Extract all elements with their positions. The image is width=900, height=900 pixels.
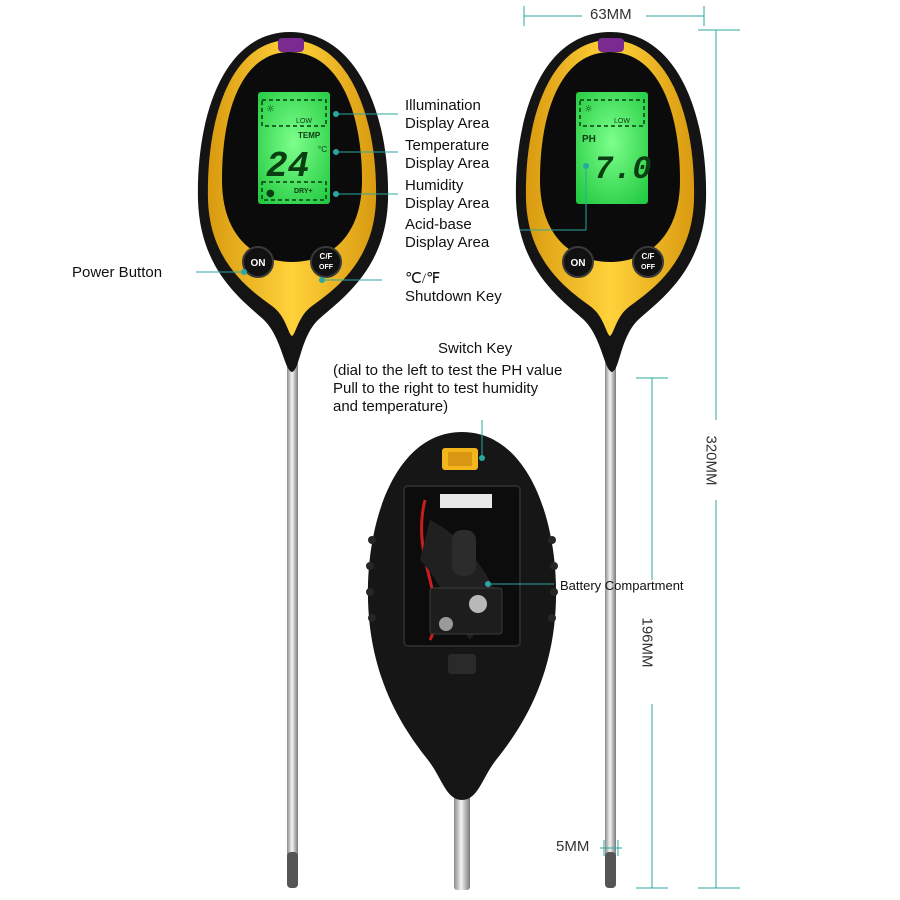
back-probe (454, 770, 470, 890)
left-lcd (258, 92, 330, 204)
switch-key-title: Switch Key (438, 340, 513, 357)
probe-length-dimension: 196MM (638, 617, 656, 668)
back-view (366, 432, 558, 890)
battery-compartment-label: Battery Compartment (560, 578, 684, 593)
total-length-dimension: 320MM (702, 435, 720, 486)
svg-text:C/F: C/F (320, 252, 333, 261)
svg-text:C/F: C/F (642, 252, 655, 261)
probe-diameter-dimension: 5MM (556, 838, 590, 855)
right-cf-button[interactable]: C/F OFF (632, 246, 664, 278)
temperature-label: Temperature Display Area (405, 137, 490, 172)
svg-text:ON: ON (571, 258, 586, 269)
svg-text:OFF: OFF (641, 264, 656, 271)
humidity-label: Humidity Display Area (405, 177, 490, 212)
left-probe (287, 360, 298, 888)
left-on-button[interactable]: ON (242, 246, 274, 278)
right-on-button[interactable]: ON (562, 246, 594, 278)
left-lcd-reading: 24 (266, 146, 309, 187)
left-cf-button[interactable]: C/F OFF (310, 246, 342, 278)
left-lcd-temp: TEMP (298, 131, 321, 140)
right-light-sensor (598, 38, 624, 52)
svg-text:ON: ON (251, 258, 266, 269)
acid-base-label: Acid-base Display Area (405, 216, 490, 251)
left-meter: ☼ LOW TEMP 24 °C ● DRY+ ON C/F OFF (197, 32, 389, 888)
dimension-lines (523, 6, 740, 889)
width-dimension: 63MM (590, 6, 632, 23)
svg-text:OFF: OFF (319, 264, 334, 271)
right-probe (605, 360, 616, 888)
left-light-sensor (278, 38, 304, 52)
right-meter: ☼ LOW PH 7.0 ON C/F OFF (515, 32, 707, 888)
right-lcd-ph: PH (582, 134, 596, 145)
right-sun-icon: ☼ (584, 104, 593, 115)
left-lcd-low: LOW (296, 118, 312, 125)
switch-key-description: (dial to the left to test the PH value P… (333, 362, 563, 415)
left-lcd-unit: °C (318, 145, 327, 154)
sun-icon: ☼ (266, 104, 275, 115)
right-probe-tip (605, 852, 616, 888)
right-lcd-low: LOW (614, 118, 630, 125)
unit-key-label: ℃/℉ Shutdown Key (405, 271, 502, 305)
illumination-label: Illumination Display Area (405, 97, 490, 132)
left-probe-tip (287, 852, 298, 888)
drop-icon: ● (266, 188, 275, 199)
leader-lines (196, 111, 589, 587)
left-lcd-dry: DRY+ (294, 188, 313, 195)
right-lcd (576, 92, 648, 204)
power-button-label: Power Button (72, 264, 163, 281)
right-lcd-reading: 7.0 (594, 151, 652, 188)
